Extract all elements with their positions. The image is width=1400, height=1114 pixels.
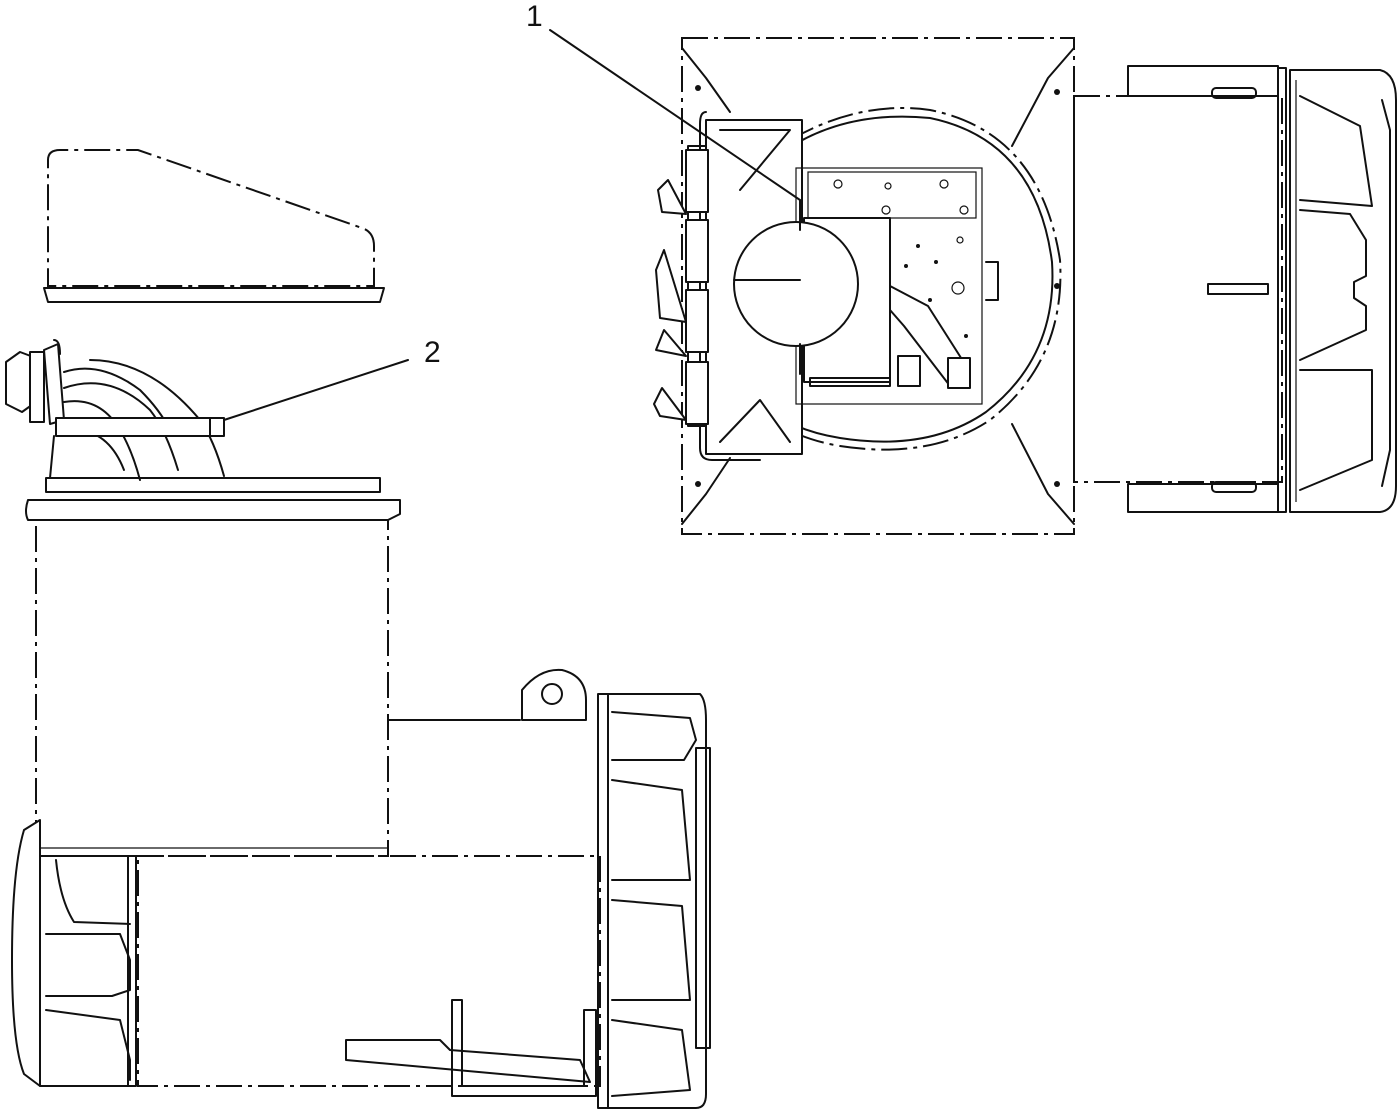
keyhole [833, 179, 843, 189]
harness-clamp [43, 343, 65, 425]
regulator-base [809, 377, 891, 387]
rivet [934, 260, 938, 264]
front-blade [611, 1019, 691, 1097]
keyhole [939, 179, 949, 189]
front-hub [695, 747, 711, 1049]
panel-tab [985, 261, 999, 301]
terminal-box-base [25, 477, 401, 857]
bracket-foot [897, 355, 921, 387]
corner-brace-bl [681, 457, 731, 525]
cover-flange [43, 287, 385, 303]
foot-slot [1211, 481, 1257, 493]
front-fan-housing [607, 693, 707, 1109]
cover-outline [47, 149, 375, 287]
cable-lug [657, 179, 687, 215]
terminal-ring-inner [761, 115, 1054, 443]
rivet [928, 298, 932, 302]
fan-rim [1381, 99, 1391, 487]
front-blade [611, 779, 691, 881]
cable-lug [653, 387, 687, 421]
mount-hole [881, 205, 891, 215]
fan-blade [1299, 209, 1367, 361]
terminal-box-cover [43, 149, 385, 303]
stator-body [1073, 95, 1283, 483]
corner-brace-tr [1011, 47, 1075, 147]
terminal-rail [55, 417, 225, 437]
fan-housing [1289, 69, 1397, 513]
harness-plug [29, 351, 45, 423]
callout-1-leader [549, 29, 801, 201]
wire [63, 367, 171, 431]
fan-blade [1299, 369, 1373, 491]
wire [63, 400, 141, 481]
fan-ring [1277, 67, 1287, 513]
rivet [904, 264, 908, 268]
shaft-opening [733, 221, 859, 347]
fan-blade [1299, 95, 1373, 207]
bolt-hole [1054, 481, 1060, 487]
front-blade [611, 711, 697, 761]
rear-cap [11, 819, 41, 1087]
mount-hole [959, 205, 969, 215]
terminal-block [685, 219, 709, 283]
foot-slot [1211, 87, 1257, 99]
keyhole [884, 182, 892, 190]
base-plate [45, 477, 381, 493]
base-flange [25, 499, 401, 521]
corner-brace-br [1011, 423, 1075, 525]
rear-endbell [39, 855, 137, 1087]
terminal-block [685, 361, 709, 425]
stud [951, 281, 965, 295]
terminal-block [685, 149, 709, 213]
callout-2-label: 2 [424, 336, 441, 369]
end-view-assembly [653, 37, 1397, 535]
bolt-hole [695, 481, 701, 487]
callout-2-leader [223, 359, 409, 421]
rear-blade [45, 933, 131, 997]
mount-hole [956, 236, 964, 244]
cable-harness [5, 339, 225, 481]
terminal-box-body [35, 519, 389, 857]
terminal-block [685, 289, 709, 353]
bolt-hole [1054, 89, 1060, 95]
rivet [916, 244, 920, 248]
front-blade [611, 899, 691, 1001]
mounting-panel-top [807, 171, 977, 219]
terminal-ring-outer [751, 107, 1062, 451]
rivet [964, 334, 968, 338]
bracket-channel [451, 999, 597, 1097]
rear-blade [55, 859, 131, 925]
wire [63, 382, 179, 471]
plate-frame [699, 111, 761, 461]
bracket-foot [947, 357, 971, 389]
lifting-eye-hole [541, 683, 563, 705]
cable-lug [655, 249, 687, 323]
callout-1-label: 1 [526, 0, 543, 33]
mounting-foot [345, 1039, 591, 1083]
brace [719, 399, 791, 443]
stator-frame [137, 855, 601, 1087]
wire [89, 359, 225, 477]
generator-side-view [11, 668, 711, 1109]
bolt-hole [1054, 283, 1060, 289]
corner-brace-tl [681, 47, 731, 113]
body-slot [1207, 283, 1269, 295]
cable-lug [655, 329, 687, 357]
rear-blade [45, 1009, 131, 1081]
bolt-hole [695, 85, 701, 91]
wire [53, 339, 61, 355]
